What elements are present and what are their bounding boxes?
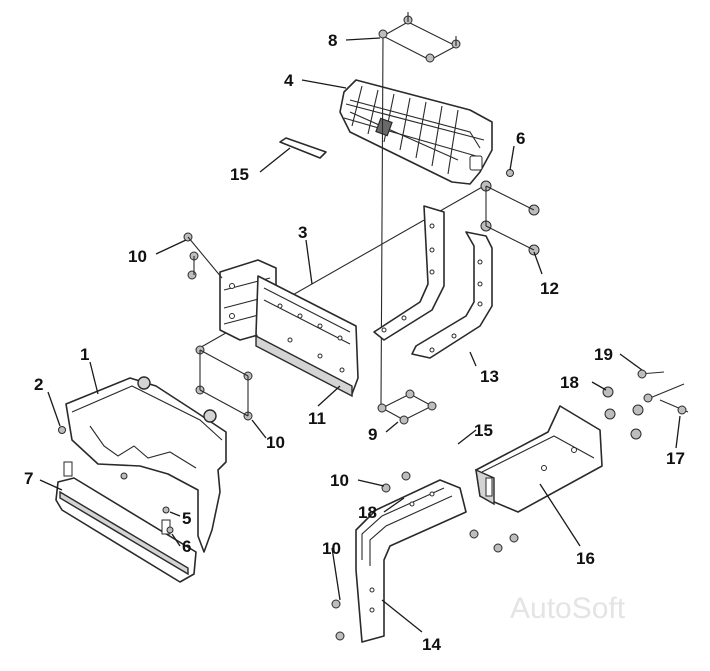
part-7-bottom-cover xyxy=(55,461,197,583)
callout-1: 1 xyxy=(80,345,89,364)
callout-15-top: 15 xyxy=(230,165,249,184)
part-19-bolt-set xyxy=(637,369,685,403)
part-5-washer xyxy=(162,506,170,514)
watermark-text: AutoSoft xyxy=(510,592,626,625)
part-6-screw-bottom xyxy=(166,526,174,534)
callout-18-upper: 18 xyxy=(560,373,579,392)
callout-10-right-lower: 10 xyxy=(322,539,341,558)
callout-labels: 8 4 6 15 10 3 12 13 1 2 11 10 9 15 7 5 6… xyxy=(24,31,685,654)
callout-13: 13 xyxy=(480,367,499,386)
part-10-bolt-set-lower xyxy=(195,345,253,421)
callout-16: 16 xyxy=(576,549,595,568)
callout-11: 11 xyxy=(308,409,326,428)
part-18-nut-set xyxy=(602,386,644,440)
callout-10-right-upper: 10 xyxy=(330,471,349,490)
leader-lines xyxy=(39,37,681,633)
part-2-bolt xyxy=(58,426,66,434)
callout-7: 7 xyxy=(24,469,33,488)
part-17-bolt-set xyxy=(659,399,689,415)
callout-10-upper-left: 10 xyxy=(128,247,147,266)
part-1-fender xyxy=(65,376,227,553)
part-9-fastener-set xyxy=(377,389,437,425)
callout-3: 3 xyxy=(298,223,307,242)
part-4-step-tread xyxy=(339,79,493,185)
part-15-reflector-strip xyxy=(279,137,327,159)
part-12-nut-set xyxy=(480,180,540,256)
callout-14: 14 xyxy=(422,635,441,654)
part-6-screw-top xyxy=(506,169,514,177)
part-16-support-beam xyxy=(475,405,603,513)
part-8-fastener-set xyxy=(378,12,461,63)
upper-curved-bracket xyxy=(373,205,445,341)
callout-6-bottom: 6 xyxy=(182,537,191,556)
part-10-bolt-set-upper xyxy=(183,232,223,280)
callout-18-lower: 18 xyxy=(358,503,377,522)
callout-19: 19 xyxy=(594,345,613,364)
callout-15-bottom: 15 xyxy=(474,421,493,440)
callout-9: 9 xyxy=(368,425,377,444)
callout-5: 5 xyxy=(182,509,191,528)
callout-4: 4 xyxy=(284,71,294,90)
part-13-curved-bracket xyxy=(411,231,493,359)
callout-10-lower-center: 10 xyxy=(266,433,285,452)
assembly-axis-line xyxy=(380,37,384,406)
callout-2: 2 xyxy=(34,375,43,394)
callout-6-top: 6 xyxy=(516,129,525,148)
callout-17: 17 xyxy=(666,449,685,468)
callout-8: 8 xyxy=(328,31,337,50)
part-11-mounting-plate xyxy=(255,275,359,398)
callout-12: 12 xyxy=(540,279,559,298)
